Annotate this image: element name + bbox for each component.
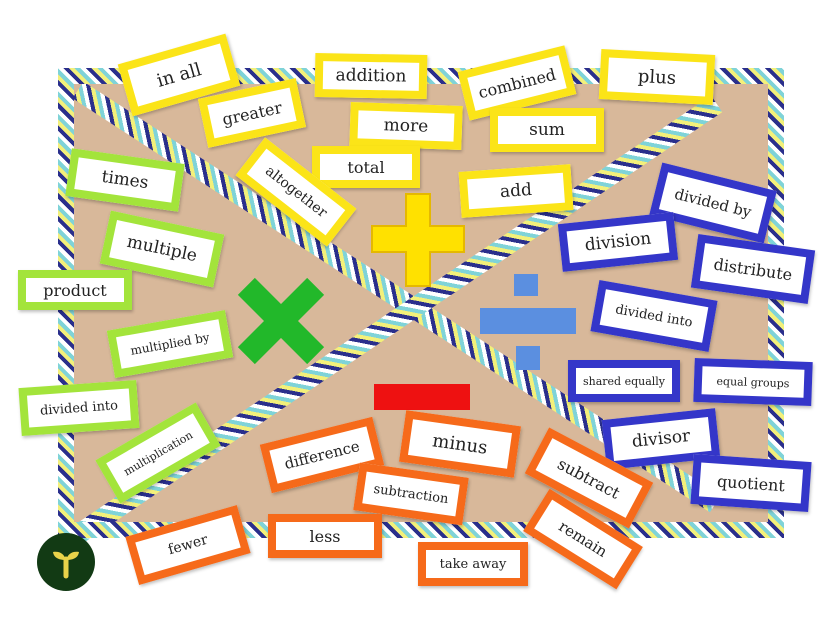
card-label: difference	[282, 436, 362, 474]
card-label: combined	[476, 64, 558, 102]
sprout-glyph-icon	[53, 551, 79, 579]
plus-symbol-icon	[371, 193, 465, 287]
word-card-division: equal groups	[693, 357, 813, 407]
card-label: divided into	[39, 397, 119, 419]
card-label: subtract	[554, 453, 624, 503]
word-card-subtraction: less	[268, 514, 382, 558]
card-label: sum	[529, 120, 565, 140]
word-card-addition: addition	[314, 53, 428, 99]
word-card-division: shared equally	[568, 360, 680, 402]
card-label: multiple	[125, 231, 199, 267]
minus-symbol-icon	[374, 384, 470, 410]
card-label: times	[100, 166, 150, 194]
card-label: greater	[220, 97, 284, 129]
card-label: distribute	[712, 254, 794, 284]
word-card-multiplication: product	[18, 270, 132, 310]
times-symbol-icon	[237, 277, 325, 365]
word-card-division: quotient	[690, 453, 812, 513]
word-card-addition: add	[458, 164, 574, 218]
word-card-addition: plus	[598, 49, 716, 105]
word-card-addition: sum	[490, 108, 604, 152]
card-label: take away	[439, 556, 507, 572]
card-label: minus	[431, 429, 489, 459]
card-label: more	[383, 115, 429, 137]
card-label: plus	[637, 65, 677, 89]
card-label: shared equally	[582, 374, 666, 388]
card-label: in all	[154, 58, 204, 92]
word-card-subtraction: take away	[418, 542, 528, 586]
card-label: equal groups	[716, 374, 790, 390]
card-label: divided by	[672, 184, 754, 222]
card-label: addition	[335, 65, 407, 87]
word-card-addition: more	[349, 102, 463, 150]
card-label: fewer	[166, 531, 210, 559]
word-card-multiplication: divided into	[18, 379, 140, 437]
card-label: product	[43, 280, 107, 300]
card-label: less	[309, 526, 341, 546]
card-label: subtraction	[372, 481, 450, 507]
divide-symbol-icon	[480, 274, 576, 370]
card-label: remain	[555, 517, 611, 561]
card-label: add	[499, 179, 533, 203]
card-label: multiplied by	[129, 330, 211, 358]
card-label: quotient	[716, 471, 786, 495]
card-label: divided into	[614, 301, 694, 331]
card-label: total	[347, 157, 385, 177]
sprout-logo-icon	[37, 533, 95, 591]
card-label: divisor	[630, 426, 692, 453]
card-label: division	[583, 228, 653, 256]
word-card-addition: total	[312, 146, 420, 188]
